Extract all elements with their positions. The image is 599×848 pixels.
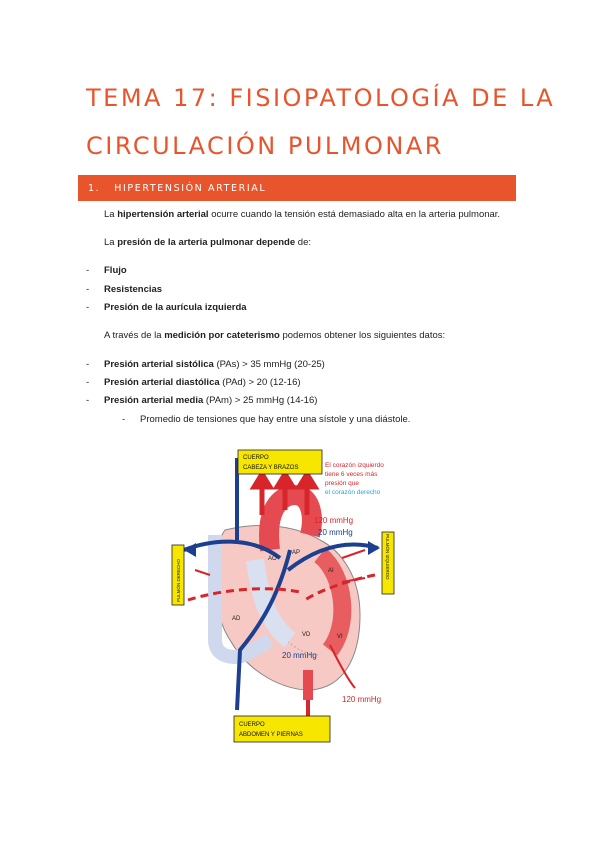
paragraph-depends: La presión de la arteria pulmonar depend… (104, 236, 311, 249)
box-abdomen-legs (233, 715, 331, 743)
arrow-head (184, 543, 196, 557)
box-head-arms-line2: CABEZA Y BRAZOS (243, 465, 298, 471)
pressure-120-top: 120 mmHg (314, 516, 353, 525)
sub-list-item-text: Promedio de tensiones que hay entre una … (140, 414, 411, 425)
list-item: -Presión arterial media (PAm) > 25 mmHg … (86, 395, 318, 406)
note-line3: presión que (325, 480, 359, 487)
left-ventricle-area (313, 547, 352, 656)
list-item: -Flujo (86, 265, 127, 276)
bold-text: presión de la arteria pulmonar depende (117, 237, 296, 248)
note-line1: El corazón izquierdo (325, 462, 384, 469)
section-label: HIPERTENSIÓN ARTERIAL (114, 182, 267, 194)
list-item: -Presión arterial sistólica (PAs) > 35 m… (86, 359, 325, 370)
paragraph-catheter: A través de la medición por cateterismo … (104, 329, 445, 342)
list-item-text: Presión de la aurícula izquierda (104, 302, 247, 313)
list-item: -Resistencias (86, 284, 163, 295)
bold-text: hipertensión arterial (117, 209, 209, 220)
pressure-20-bottom: 20 mmHg (282, 651, 317, 660)
text: de: (295, 237, 311, 248)
heart-circulation-diagram: CUERPO CABEZA Y BRAZOS El corazón izquie… (170, 440, 400, 750)
diagram-svg: CUERPO CABEZA Y BRAZOS El corazón izquie… (171, 449, 395, 743)
pulmonary-vein-left (187, 587, 301, 602)
section-header: 1. HIPERTENSIÓN ARTERIAL (78, 175, 516, 201)
sub-list-item: -Promedio de tensiones que hay entre una… (122, 414, 411, 425)
paragraph-definition: La hipertensión arterial ocurre cuando l… (104, 208, 500, 221)
list-item-text: (PAm) > 25 mmHg (14-16) (203, 395, 318, 406)
descending-aorta (303, 670, 313, 700)
pulmonary-vein-right (304, 573, 376, 602)
section-number: 1. (88, 182, 101, 194)
text: podemos obtener los siguientes datos: (279, 330, 446, 341)
box-head-arms-line1: CUERPO (243, 455, 269, 461)
text: La (104, 209, 118, 220)
box-abdomen-legs-line2: ABDOMEN Y PIERNAS (239, 732, 303, 738)
text: ocurre cuando la tensión está demasiado … (208, 209, 501, 220)
note-line2: tiene 6 veces más (325, 471, 378, 478)
title-line-1: TEMA 17: FISIOPATOLOGÍA DE LA (86, 84, 556, 112)
list-item-text: (PAs) > 35 mmHg (20-25) (213, 359, 325, 370)
page-title: TEMA 17: FISIOPATOLOGÍA DE LA CIRCULACIÓ… (86, 74, 556, 170)
title-line-2: CIRCULACIÓN PULMONAR (86, 132, 444, 160)
arrows-to-head (249, 469, 320, 515)
label-ap: AP (292, 550, 300, 556)
list-item-bold: Presión arterial diastólica (104, 377, 220, 388)
list-item-text: Resistencias (104, 284, 163, 295)
text: La (104, 237, 118, 248)
text: A través de la (104, 330, 165, 341)
list-item-bold: Presión arterial sistólica (104, 359, 214, 370)
list-item: -Presión arterial diastólica (PAd) > 20 … (86, 377, 301, 388)
box-abdomen-legs-line1: CUERPO (239, 722, 265, 728)
pressure-20-top: 20 mmHg (318, 528, 353, 537)
box-left-lung (381, 531, 395, 595)
box-left-lung-label: PULMÓN IZQUIERDO (385, 534, 391, 580)
bold-text: medición por cateterismo (164, 330, 280, 341)
box-right-lung-label: PULMÓN DERECHO (175, 558, 181, 602)
small-red-arrows (194, 549, 366, 583)
label-ai: AI (328, 568, 334, 574)
list-item: -Presión de la aurícula izquierda (86, 302, 247, 313)
pressure-120-bottom: 120 mmHg (342, 695, 381, 704)
label-vi: VI (337, 634, 343, 640)
label-ad: AD (232, 616, 241, 622)
list-item-text: (PAd) > 20 (12-16) (219, 377, 301, 388)
arrow-head (368, 541, 380, 555)
label-ao: AO (268, 556, 277, 562)
list-item-text: Flujo (104, 265, 127, 276)
list-item-bold: Presión arterial media (104, 395, 204, 406)
label-vd: VD (302, 632, 311, 638)
vena-cava (208, 535, 274, 664)
note-line4: el corazón derecho (325, 489, 381, 496)
box-head-arms (237, 449, 323, 475)
inferior-vena-cava-line (235, 549, 292, 711)
septum-line (269, 614, 321, 656)
aortic-arch (259, 484, 322, 552)
pointer-line (329, 644, 356, 689)
box-right-lung (171, 544, 185, 606)
